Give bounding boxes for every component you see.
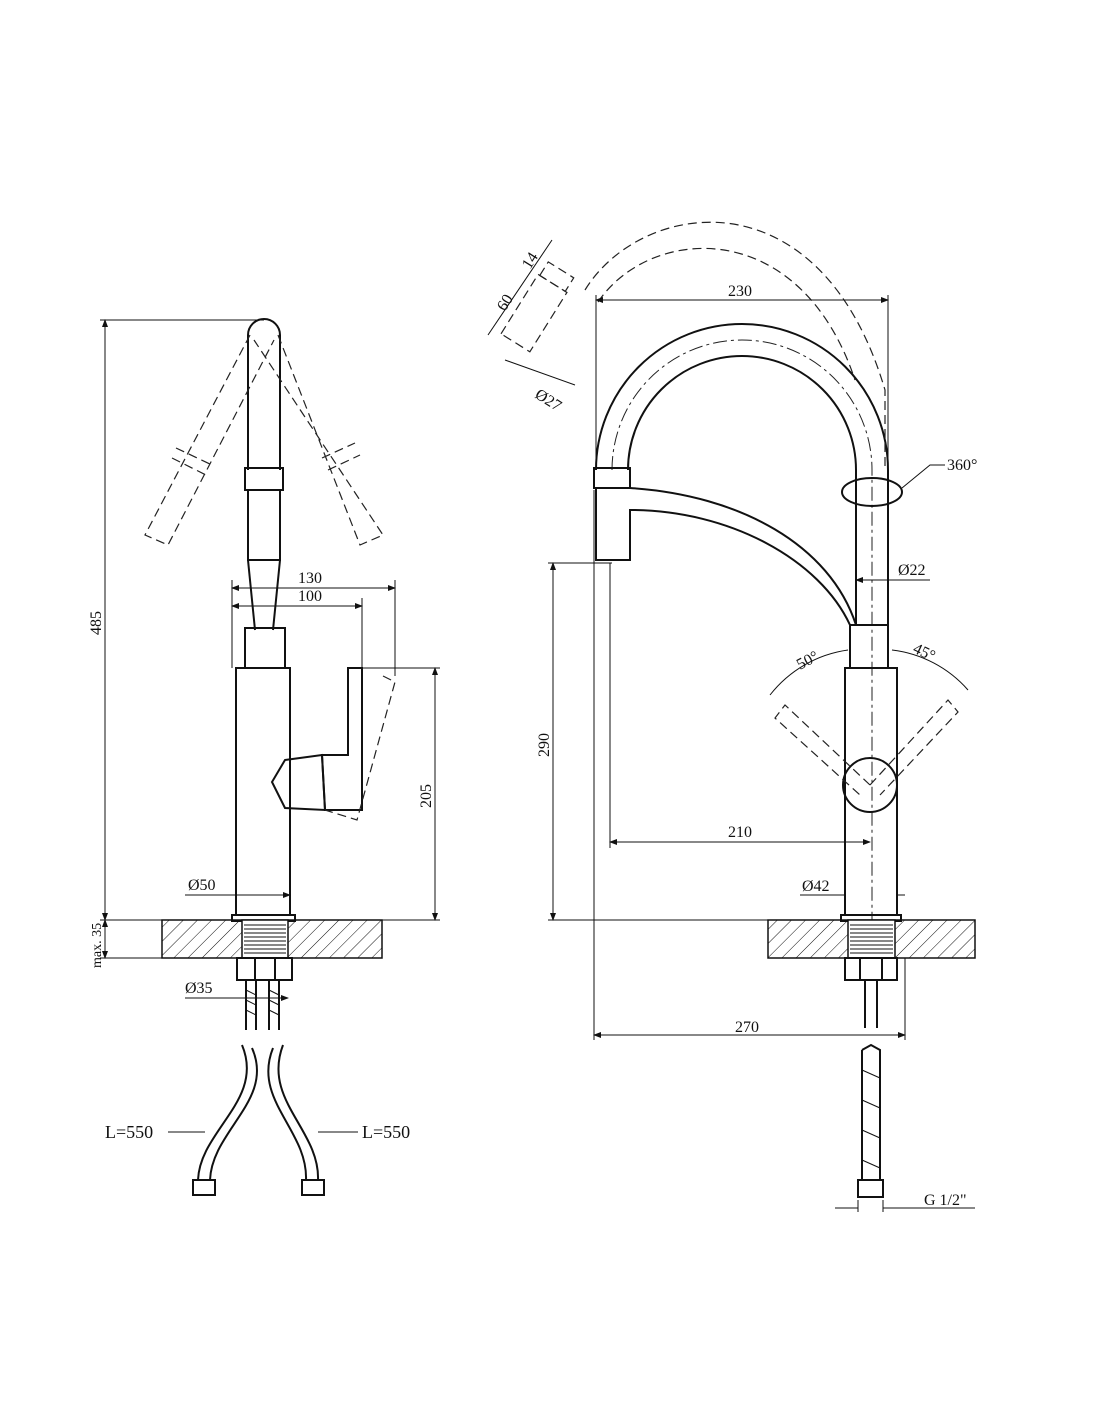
side-hoses <box>168 1044 358 1196</box>
side-spout <box>144 318 384 669</box>
front-dimensions <box>487 239 975 1212</box>
dim-100: 100 <box>298 588 322 605</box>
side-body <box>231 667 396 922</box>
side-counter <box>161 919 383 1030</box>
front-spout <box>500 221 945 920</box>
rotation-360: 360° <box>947 457 977 474</box>
front-body <box>769 649 969 922</box>
thread-size: G 1/2" <box>924 1192 967 1209</box>
front-counter <box>767 919 976 1198</box>
dim-head-14: 14 <box>519 250 542 273</box>
front-view: 14 60 Ø27 230 360° Ø22 290 50° 45° 210 Ø… <box>487 221 977 1212</box>
dim-210: 210 <box>728 824 752 841</box>
dim-130: 130 <box>298 570 322 587</box>
dim-270: 270 <box>735 1019 759 1036</box>
dim-hole-diameter: Ø35 <box>185 980 213 997</box>
dim-485: 485 <box>88 611 105 635</box>
hose-length-right: L=550 <box>362 1122 410 1142</box>
dim-max-35: max. 35 <box>90 923 105 968</box>
angle-50: 50° <box>794 648 822 674</box>
dim-290: 290 <box>536 733 553 757</box>
dim-230: 230 <box>728 283 752 300</box>
hose-length-left: L=550 <box>105 1122 153 1142</box>
dim-205: 205 <box>418 784 435 808</box>
angle-45: 45° <box>910 640 937 665</box>
dim-body-diameter: Ø50 <box>188 877 216 894</box>
side-view: 485 130 100 205 Ø50 max. 35 Ø35 L=550 L=… <box>88 318 440 1196</box>
dim-spout-diameter: Ø22 <box>898 562 926 579</box>
dim-head-diameter: Ø27 <box>532 386 564 415</box>
dim-body-diameter-42: Ø42 <box>802 878 830 895</box>
dim-head-60: 60 <box>494 292 517 315</box>
side-dimensions <box>100 319 440 1001</box>
